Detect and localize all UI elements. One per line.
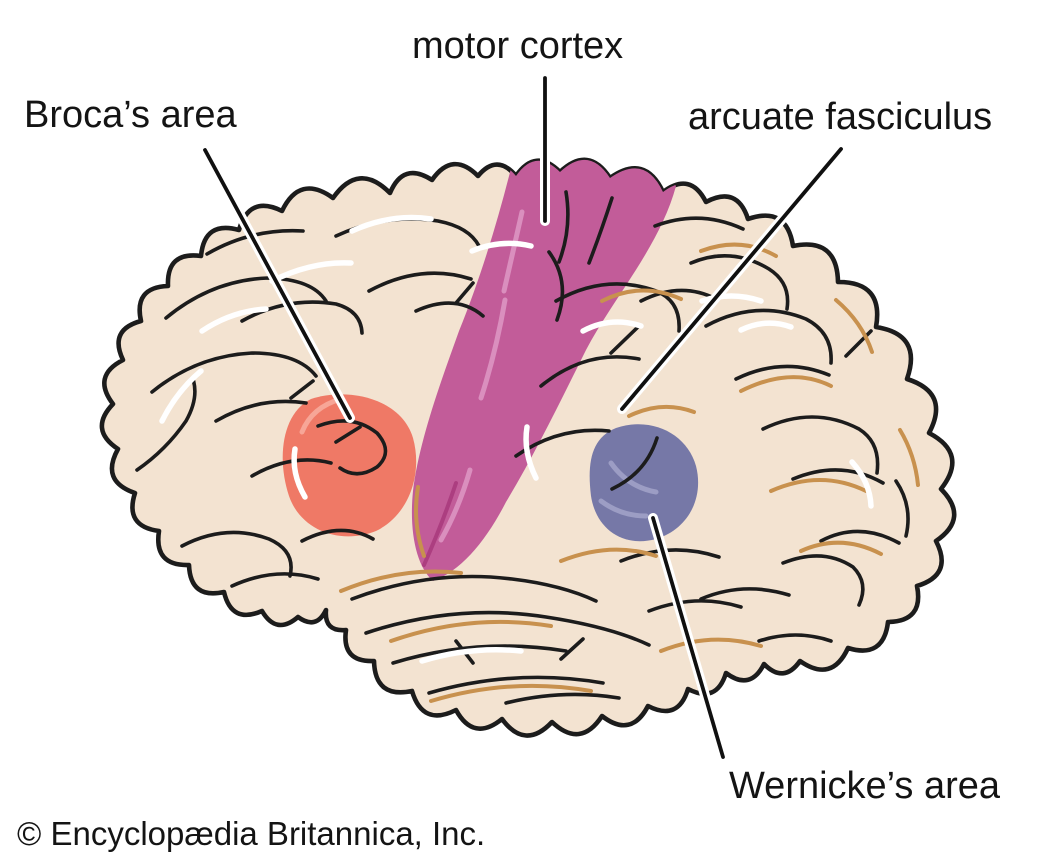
- motor-cortex-shade: [422, 481, 458, 567]
- gyri-lines: [135, 190, 910, 705]
- wernickes-area-highlight: [598, 498, 649, 519]
- motor-cortex-highlight: [478, 297, 508, 401]
- label-wernickes-area: Wernicke’s area: [729, 765, 1001, 807]
- motor-cortex-highlight: [438, 467, 473, 543]
- leader-arcuate: [620, 147, 843, 411]
- motor-cortex-highlight: [501, 209, 525, 294]
- gyri-highlight-lines: [159, 214, 874, 664]
- leader-brocas: [203, 148, 352, 420]
- leader-lines: [200, 73, 846, 762]
- wernickes-area-highlight: [608, 460, 659, 495]
- label-motor-cortex: motor cortex: [412, 25, 624, 67]
- label-arcuate-fasciculus: arcuate fasciculus: [688, 96, 993, 138]
- brocas-area-region: [282, 394, 417, 537]
- leader-wernickes: [651, 516, 725, 759]
- label-brocas-area: Broca’s area: [24, 94, 237, 136]
- gyri-accent-lines: [339, 242, 920, 703]
- credit-line: © Encyclopædia Britannica, Inc.: [17, 815, 486, 852]
- motor-cortex-region: [411, 159, 676, 581]
